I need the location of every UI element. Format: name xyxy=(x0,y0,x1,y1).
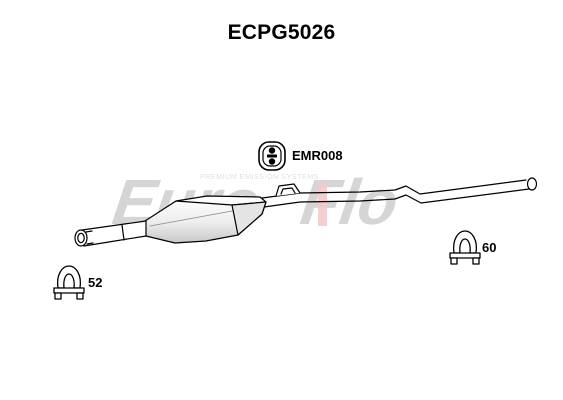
watermark-accent-bar xyxy=(318,184,327,226)
part-number-title: ECPG5026 xyxy=(227,21,336,44)
inlet-pipe-step xyxy=(121,224,125,241)
mounting-rubber-icon xyxy=(258,141,286,171)
pipe-hanger-bracket xyxy=(275,183,301,197)
clamp-60-label: 60 xyxy=(482,240,497,255)
rear-pipe-lower-edge xyxy=(263,188,530,208)
clamp-60-icon xyxy=(449,230,481,265)
silencer-front-face xyxy=(231,201,267,236)
inlet-pipe-opening-inner xyxy=(77,232,85,244)
exhaust-assembly xyxy=(74,177,538,247)
watermark-tagline: PREMIUM EMISSION SYSTEMS xyxy=(200,174,319,181)
mounting-rubber-label: EMR008 xyxy=(292,148,343,163)
rear-pipe-outlet xyxy=(526,177,538,191)
clamp-52-label: 52 xyxy=(88,275,103,290)
pipe-hanger-bracket-inner xyxy=(280,187,296,195)
inlet-pipe-slots xyxy=(85,230,94,245)
clamp-52-icon xyxy=(53,265,85,300)
